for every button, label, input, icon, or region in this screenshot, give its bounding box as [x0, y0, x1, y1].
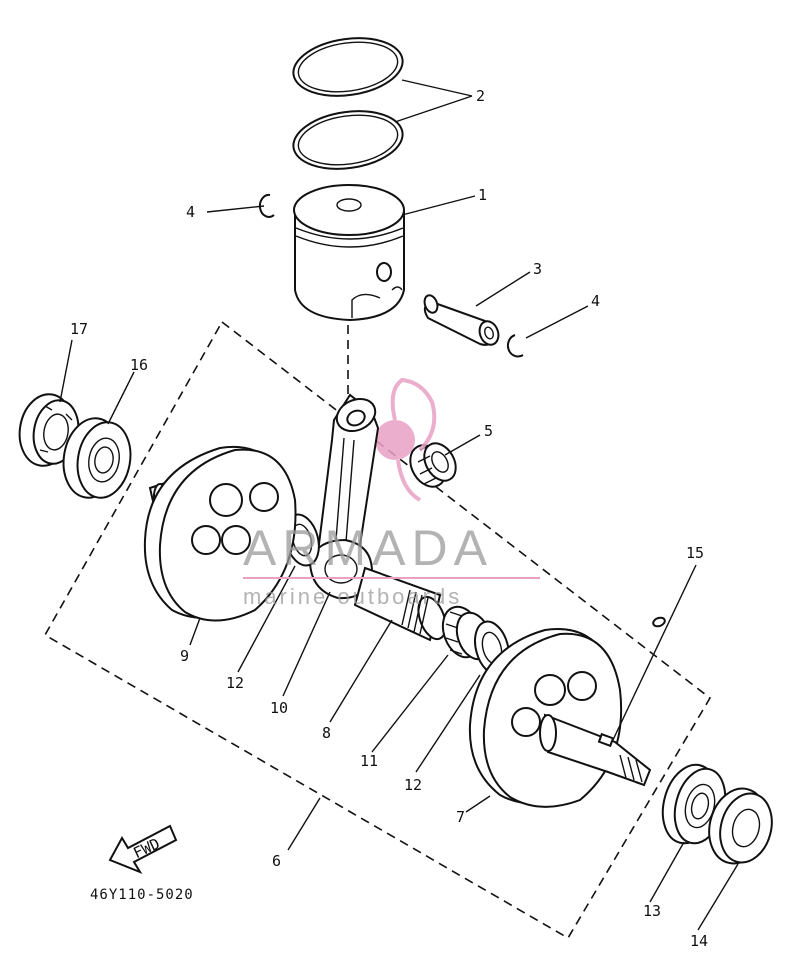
label-16: 16 [130, 356, 148, 374]
crank-pin [353, 566, 447, 642]
label-1: 1 [478, 186, 487, 204]
label-8: 9 [180, 647, 189, 665]
label-6: 6 [272, 852, 281, 870]
watermark: ARMADA marine outboards [243, 520, 540, 609]
watermark-tagline: marine outboards [243, 584, 462, 609]
bearing-left [62, 417, 132, 499]
label-9: 8 [322, 724, 331, 742]
label-2: 2 [476, 87, 485, 105]
oil-seal-left [18, 393, 80, 467]
watermark-brand: ARMADA [243, 520, 493, 576]
part-labels: 2 1 4 3 4 5 17 16 9 12 10 8 11 12 7 15 6… [70, 87, 708, 950]
circlip-left [258, 193, 275, 218]
crankshaft-assembly-outline [43, 320, 712, 940]
label-3: 3 [533, 260, 542, 278]
label-13: 13 [643, 902, 661, 920]
piston [293, 184, 405, 322]
leader-lines [59, 79, 739, 931]
oil-seal-right [708, 787, 773, 865]
piston-pin [423, 294, 500, 346]
woodruff-key [652, 616, 666, 628]
piston-rings [292, 37, 404, 170]
label-4-left: 4 [186, 203, 195, 221]
label-15: 15 [686, 544, 704, 562]
label-4-right: 4 [591, 292, 600, 310]
label-7: 7 [456, 808, 465, 826]
bearing-right [661, 763, 727, 845]
label-17: 17 [70, 320, 88, 338]
label-14: 14 [690, 932, 708, 950]
label-11: 11 [360, 752, 378, 770]
label-12-left: 12 [226, 674, 244, 692]
fwd-arrow: FWD [108, 824, 178, 875]
label-5: 5 [484, 422, 493, 440]
connecting-rod [308, 393, 380, 600]
label-12-right: 12 [404, 776, 422, 794]
crank-half-right [468, 628, 652, 808]
circlip-right [506, 334, 524, 358]
label-10: 10 [270, 699, 288, 717]
part-code: 46Y110-5020 [90, 887, 194, 903]
